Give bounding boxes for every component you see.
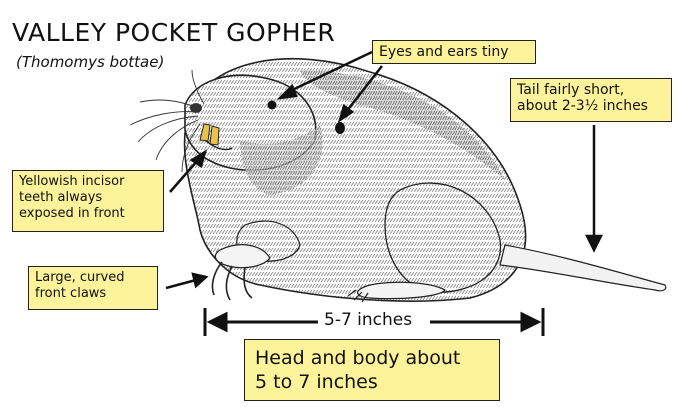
callout-tail-line-2: about 2-3½ inches — [517, 98, 648, 114]
callout-incisors-line-3: exposed in front — [19, 206, 125, 221]
callout-claws: Large, curved front claws — [28, 266, 158, 310]
callout-incisors: Yellowish incisor teeth always exposed i… — [12, 170, 164, 232]
callout-eyes-ears: Eyes and ears tiny — [372, 40, 536, 64]
arrow-head-eye — [276, 83, 298, 100]
gopher-nose — [190, 103, 202, 113]
measurement-bar — [203, 308, 545, 336]
diagram-title: VALLEY POCKET GOPHER — [12, 18, 336, 47]
gopher-eye — [267, 100, 277, 110]
gopher-hind-foot — [357, 281, 446, 300]
callout-tail: Tail fairly short, about 2-3½ inches — [510, 78, 672, 122]
gopher-claws — [211, 261, 253, 301]
callout-tail-line-1: Tail fairly short, — [517, 82, 625, 98]
arrow-head-tail — [584, 234, 604, 253]
arrow-head-claws — [191, 272, 209, 289]
arrow-head-incisors — [189, 149, 208, 168]
arrow-head-ear — [337, 103, 355, 123]
callout-incisors-line-2: teeth always — [19, 190, 103, 205]
gopher-ear — [335, 122, 345, 134]
callout-head-body-line-2: 5 to 7 inches — [255, 371, 378, 393]
callout-head-body: Head and body about 5 to 7 inches — [244, 339, 500, 401]
callout-claws-line-2: front claws — [35, 286, 107, 301]
callout-claws-line-1: Large, curved — [35, 270, 125, 285]
gopher-hind-leg — [384, 182, 502, 293]
gopher-tail — [499, 244, 667, 292]
gopher-back-shading — [300, 70, 505, 180]
callout-head-body-line-1: Head and body about — [255, 347, 461, 369]
callout-incisors-line-1: Yellowish incisor — [19, 174, 125, 189]
callout-eyes-ears-text: Eyes and ears tiny — [379, 44, 509, 60]
measure-label: 5-7 inches — [320, 310, 417, 330]
diagram-subtitle: (Thomomys bottae) — [16, 53, 165, 71]
gopher-incisors — [199, 123, 220, 146]
gopher-front-paw — [214, 244, 271, 269]
pointer-arrows — [165, 50, 604, 290]
